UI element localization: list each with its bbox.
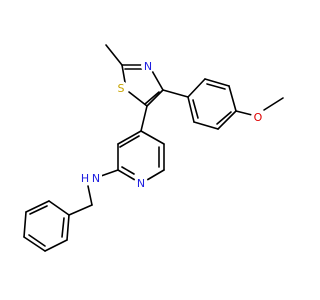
oxygen-label: O — [254, 111, 263, 124]
bond-methyl-c2 — [105, 44, 123, 66]
molecule-structure: S N O N H N — [23, 44, 284, 252]
bond-c4-c5-double — [144, 91, 160, 105]
bond-n3-c4 — [150, 68, 164, 91]
amine-hydrogen-label: H — [81, 172, 89, 185]
bond-c5-pyridine — [140, 105, 148, 132]
bond-ph6-ph1 — [187, 96, 195, 123]
bond-ch2-benzyl — [68, 204, 93, 216]
bond-c4-phenyl — [162, 89, 189, 98]
bond-ph4-o — [235, 110, 253, 116]
bond-py4-py3-double — [119, 135, 140, 148]
bond-bz3-bz4 — [23, 211, 27, 238]
bond-bz6-bz1 — [66, 214, 70, 241]
bond-py2-n1 — [117, 169, 136, 181]
bond-ph2-ph3-double — [206, 83, 226, 90]
molecule-canvas: S N O N H N — [23, 44, 284, 252]
bond-ph4-ph5-double — [216, 111, 232, 125]
bond-ph3-ph4 — [228, 85, 237, 112]
bond-bz6-bz1-double — [61, 217, 65, 238]
thiazole-nitrogen-label: N — [144, 60, 152, 73]
bond-bz4-bz5 — [23, 236, 46, 252]
bond-c4-c5 — [146, 89, 164, 107]
bond-bz4-bz5-double — [28, 234, 46, 247]
bond-bz5-bz6 — [44, 239, 68, 252]
bond-ph2-ph3 — [204, 78, 230, 87]
bond-n1-py6 — [146, 169, 165, 181]
bond-py5-py4 — [140, 130, 165, 145]
atom-sulfur: S — [114, 81, 128, 95]
bond-py2-nh — [100, 169, 119, 177]
bond-bz1-bz2 — [48, 200, 70, 216]
atom-pyridine-nitrogen: N — [134, 176, 148, 190]
bond-py4-py3 — [117, 130, 142, 145]
bond-bz2-bz3-double — [29, 205, 48, 215]
atom-thiazole-nitrogen: N — [141, 59, 155, 73]
bond-bz2-bz3 — [25, 200, 50, 213]
pyridine-nitrogen-label: N — [137, 177, 145, 190]
bond-ph5-ph6 — [193, 121, 219, 130]
bond-c5-s1 — [128, 91, 148, 107]
bond-o-methyl — [263, 97, 284, 111]
bond-ph1-ph2 — [187, 78, 206, 98]
atom-oxygen: O — [251, 110, 265, 124]
bond-py2-n1-double — [121, 166, 135, 175]
atom-amine: H N — [81, 171, 102, 185]
bond-ph4-ph5 — [217, 110, 237, 130]
bond-ph6-ph1-double — [192, 99, 199, 119]
sulfur-label: S — [118, 82, 125, 95]
bond-nh-ch2 — [87, 185, 93, 206]
amine-nitrogen-label: N — [92, 172, 100, 185]
